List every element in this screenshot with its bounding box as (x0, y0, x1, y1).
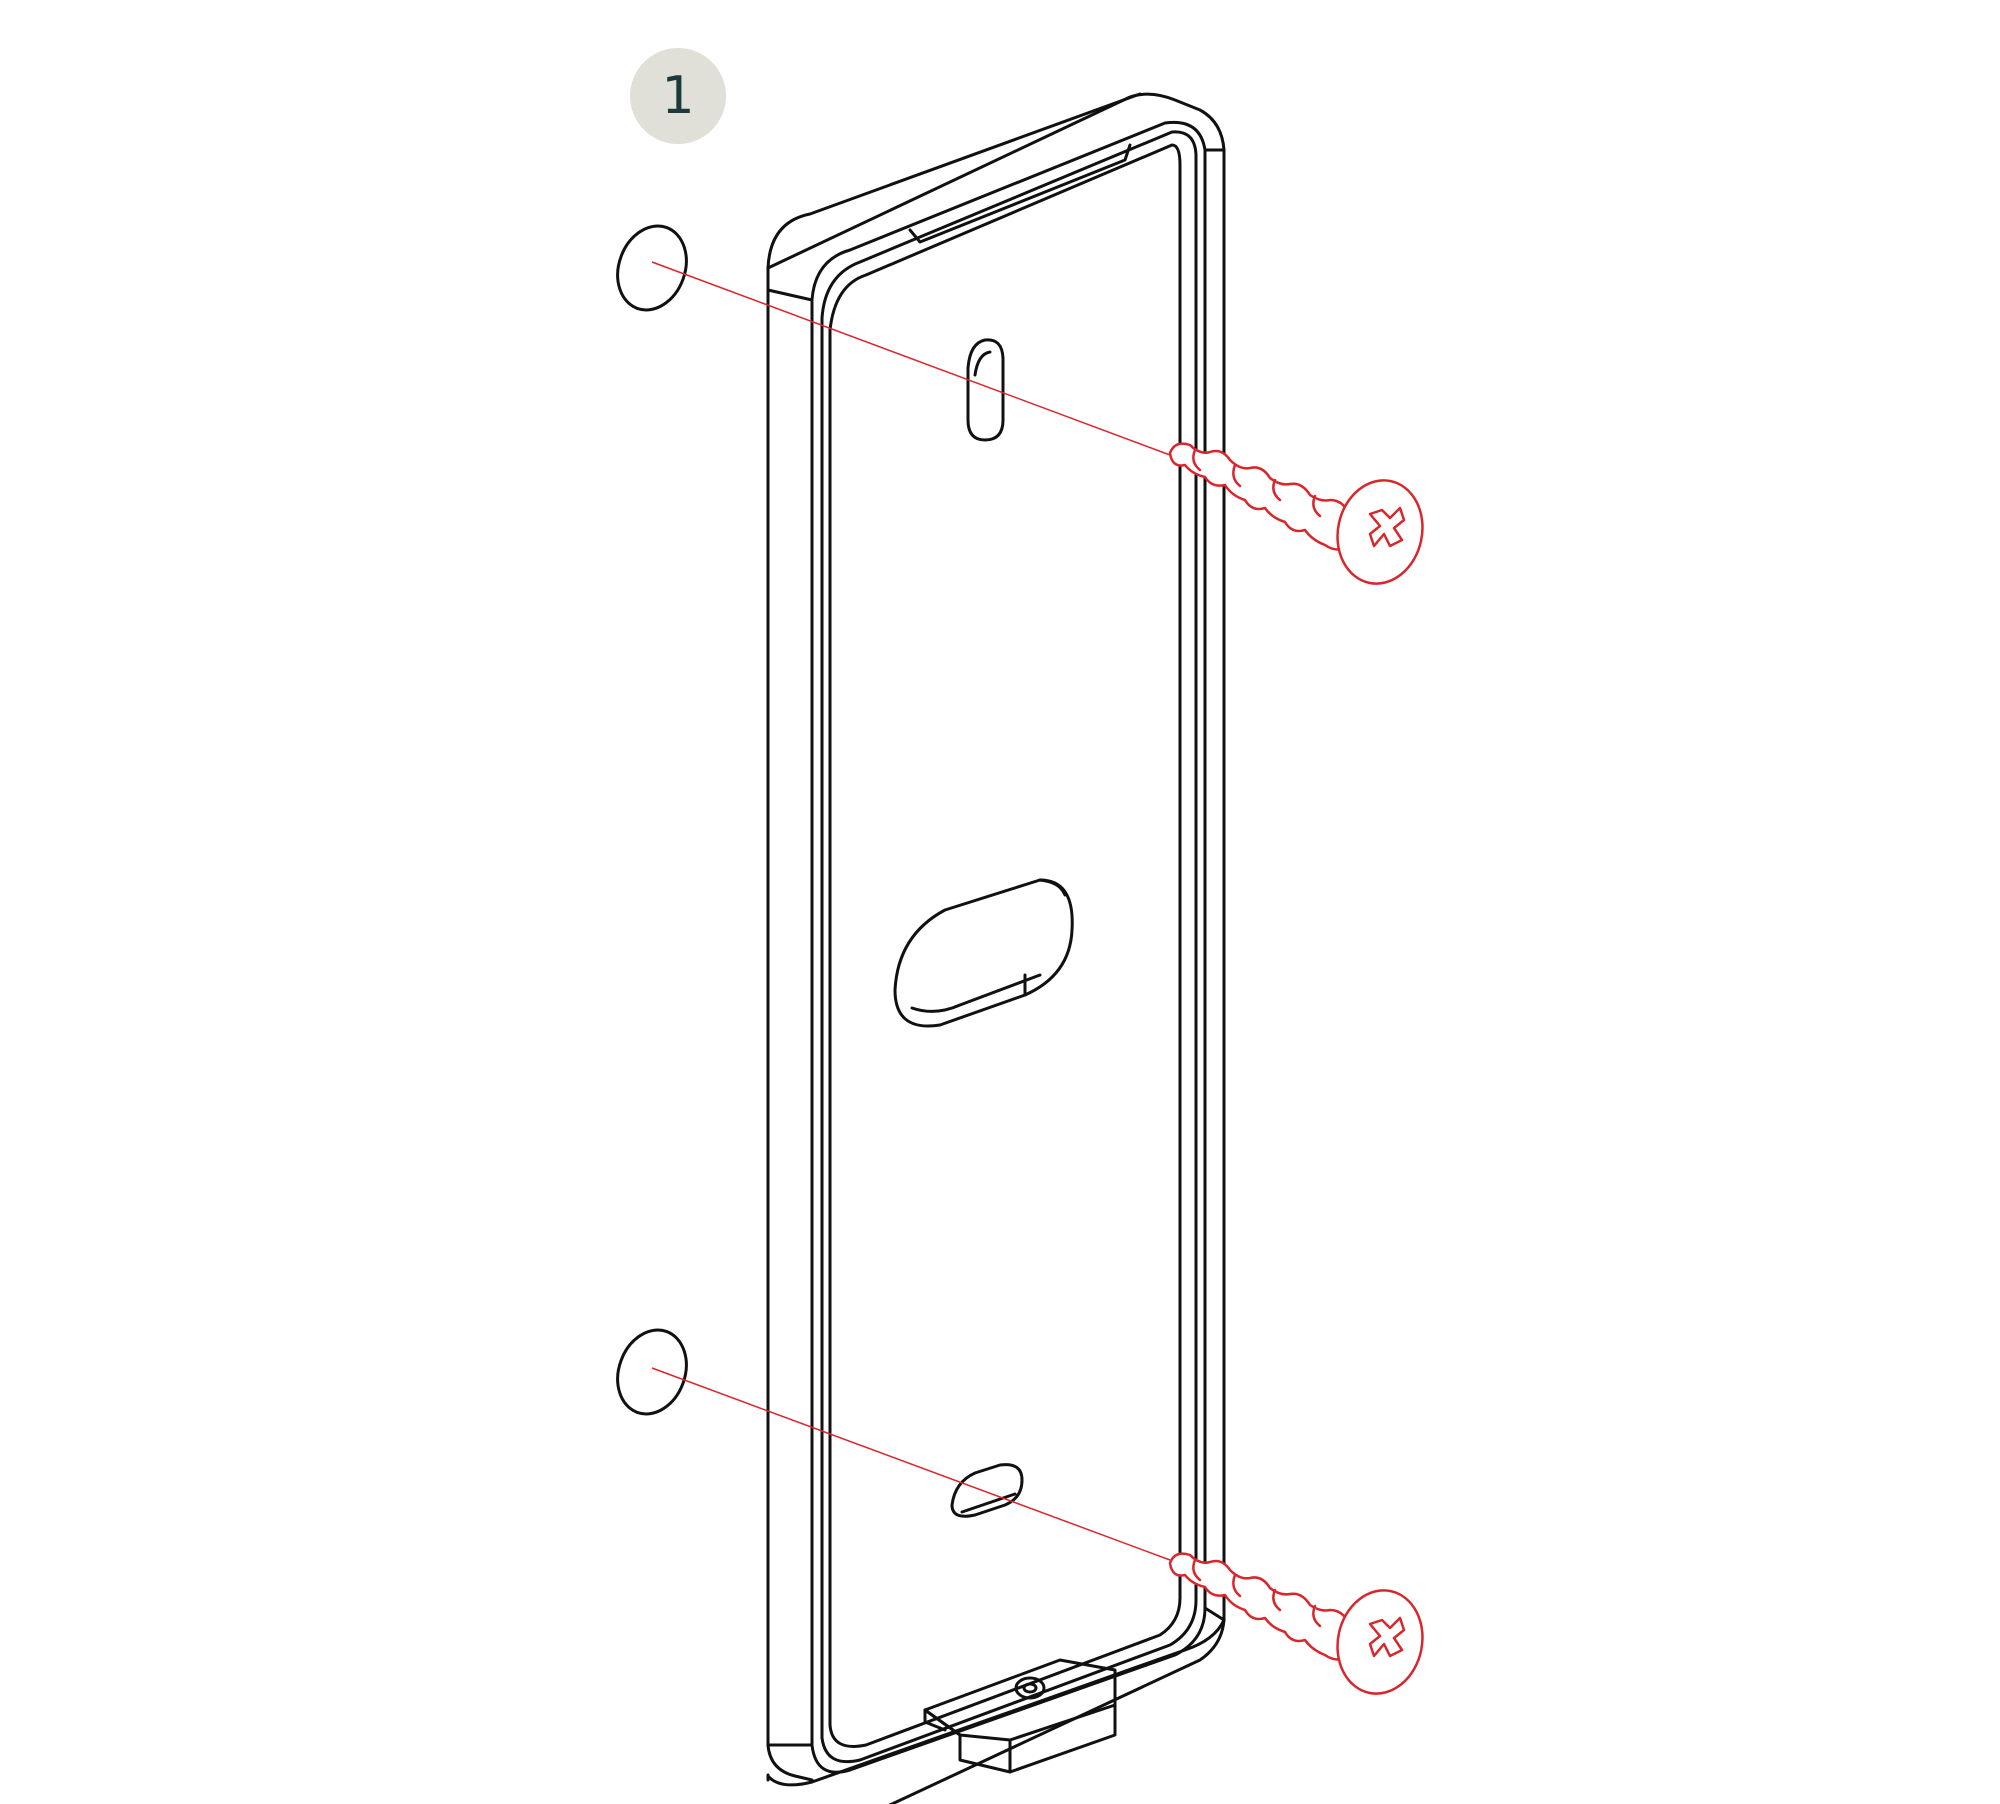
bottom-guide-line (651, 1367, 1171, 1561)
cable-opening (893, 878, 1074, 1028)
wall-plug-top (616, 224, 688, 312)
top-guide-line (651, 261, 1171, 456)
screw-top (1168, 442, 1424, 585)
screw-bottom (1168, 1552, 1424, 1695)
bottom-keyhole-slot (950, 1463, 1024, 1518)
top-keyhole-slot (966, 338, 1005, 442)
step-number-badge: 1 (630, 48, 726, 144)
mounting-plate (766, 92, 1226, 1804)
bottom-latch-clip (923, 1658, 1117, 1774)
wall-plug-bottom (616, 1328, 688, 1416)
